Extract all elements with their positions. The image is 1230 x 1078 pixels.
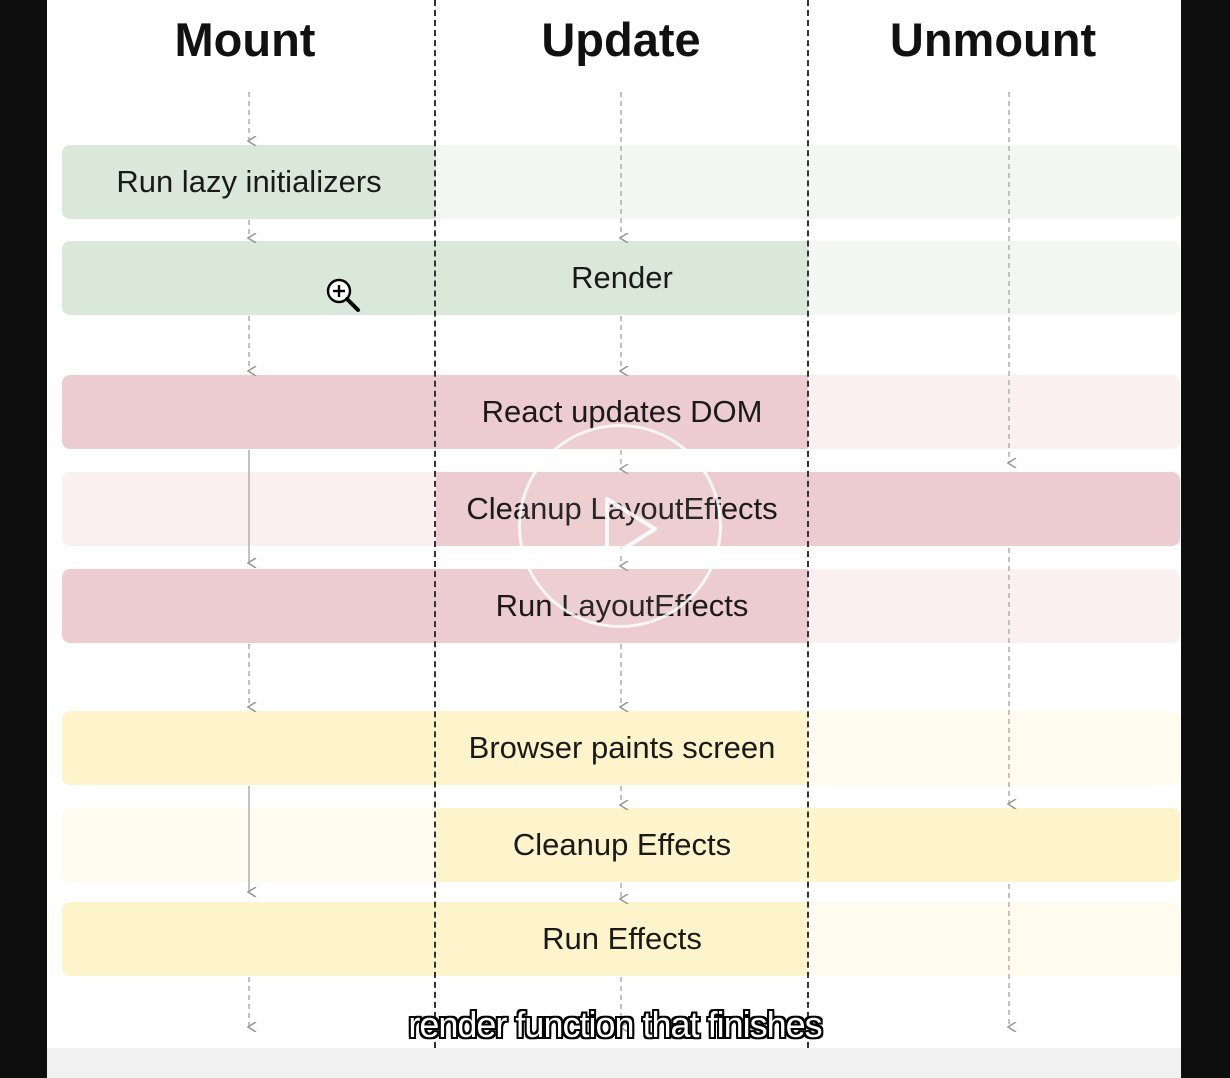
lazy-init-band-mount (62, 145, 436, 219)
video-caption: render function that finishes (408, 1004, 822, 1045)
dom-update-band-unmount (808, 375, 1180, 449)
slide-bottom-strip (47, 1048, 1181, 1078)
flow-arrows (47, 92, 1181, 1078)
column-divider-right (807, 0, 809, 1078)
render-label: Render (571, 260, 673, 295)
play-icon (605, 497, 657, 561)
lazy-init-label: Run lazy initializers (116, 164, 382, 199)
mount-header: Mount (174, 13, 316, 66)
run-effects-band-unmount (808, 902, 1180, 976)
lifecycle-diagram: Mount Update Unmount (47, 0, 1181, 1078)
zoom-in-icon (326, 278, 360, 312)
run-layout-band-unmount (808, 569, 1180, 643)
render-band-unmount (808, 241, 1180, 315)
paint-label: Browser paints screen (468, 730, 776, 765)
column-divider-left (434, 0, 436, 1078)
run-effects-label: Run Effects (542, 921, 702, 956)
paint-band-unmount (808, 711, 1180, 785)
update-header: Update (541, 13, 701, 66)
play-button[interactable] (518, 424, 722, 628)
cleanup-effects-label: Cleanup Effects (512, 827, 732, 862)
unmount-header: Unmount (889, 13, 1097, 66)
dom-update-label: React updates DOM (481, 394, 763, 429)
